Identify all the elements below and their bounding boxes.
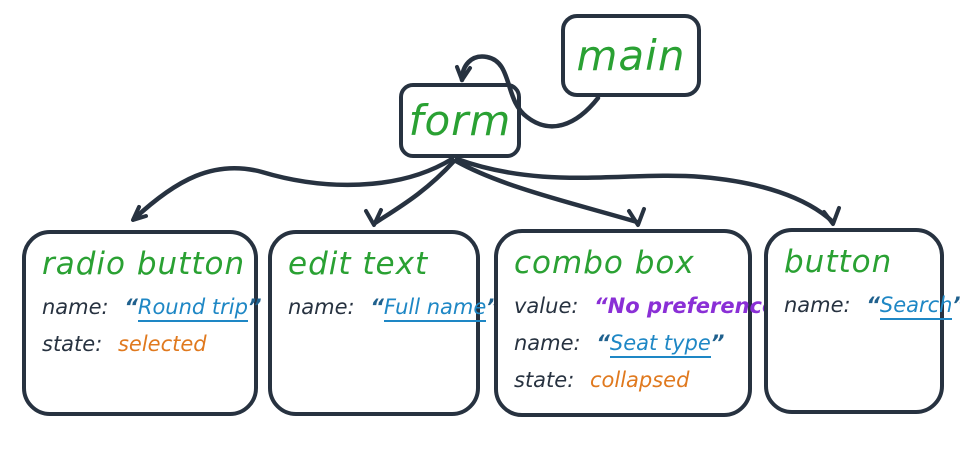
open-quote: “ xyxy=(596,331,610,355)
prop-value: “Search” xyxy=(866,293,960,320)
edge-form-to-edit-text xyxy=(372,158,457,226)
open-quote: “ xyxy=(866,293,880,317)
prop-key: name: xyxy=(288,295,355,319)
prop-key: name: xyxy=(42,295,109,319)
prop-key: state: xyxy=(514,368,575,392)
node-edit-text: edit text name: “Full name” xyxy=(268,230,500,416)
node-form-label: form xyxy=(408,96,512,145)
edge-form-to-combo-box xyxy=(453,158,640,225)
open-quote: “ xyxy=(124,295,138,319)
edge-main-to-form-arrowhead xyxy=(455,65,472,82)
prop-value: collapsed xyxy=(589,368,690,392)
edge-form-to-combo-box-arrowhead xyxy=(627,207,646,227)
prop-row: name: “Search” xyxy=(784,293,960,320)
node-title: combo box xyxy=(514,245,695,281)
close-quote: ” xyxy=(710,331,725,355)
prop-row: state: selected xyxy=(42,332,238,356)
node-combo-box: combo box value: “No preference” name: “… xyxy=(494,229,790,417)
node-main: main xyxy=(561,14,701,97)
prop-value: “Seat type” xyxy=(596,331,724,358)
close-quote: ” xyxy=(247,295,262,319)
node-form: form xyxy=(399,83,521,158)
edge-form-to-button xyxy=(454,156,836,225)
node-title: button xyxy=(784,244,893,280)
prop-key: name: xyxy=(514,331,581,355)
open-quote: “ xyxy=(594,294,608,318)
prop-value: selected xyxy=(117,332,207,356)
open-quote: “ xyxy=(370,295,384,319)
node-main-label: main xyxy=(576,31,686,80)
edge-form-to-radio-button xyxy=(131,156,455,222)
prop-row: name: “Seat type” xyxy=(514,331,732,358)
prop-key: value: xyxy=(514,294,579,318)
prop-row: name: “Full name” xyxy=(288,295,500,322)
node-title: radio button xyxy=(42,246,246,282)
edge-form-to-button-arrowhead xyxy=(822,206,841,226)
edge-form-to-edit-text-arrowhead xyxy=(364,208,383,227)
prop-key: name: xyxy=(784,293,851,317)
prop-row: name: “Round trip” xyxy=(42,295,262,322)
prop-value: “Full name” xyxy=(370,295,500,322)
edge-form-to-radio-button-arrowhead xyxy=(131,205,148,222)
node-radio-button: radio button name: “Round trip” state: s… xyxy=(22,230,262,416)
prop-row: state: collapsed xyxy=(514,368,732,392)
node-title: edit text xyxy=(288,246,429,282)
close-quote: ” xyxy=(952,293,960,317)
prop-value: “Round trip” xyxy=(124,295,262,322)
prop-key: state: xyxy=(42,332,103,356)
prop-row: value: “No preference” xyxy=(514,294,790,318)
prop-value: “No preference” xyxy=(594,294,790,318)
node-button: button name: “Search” xyxy=(764,228,960,414)
